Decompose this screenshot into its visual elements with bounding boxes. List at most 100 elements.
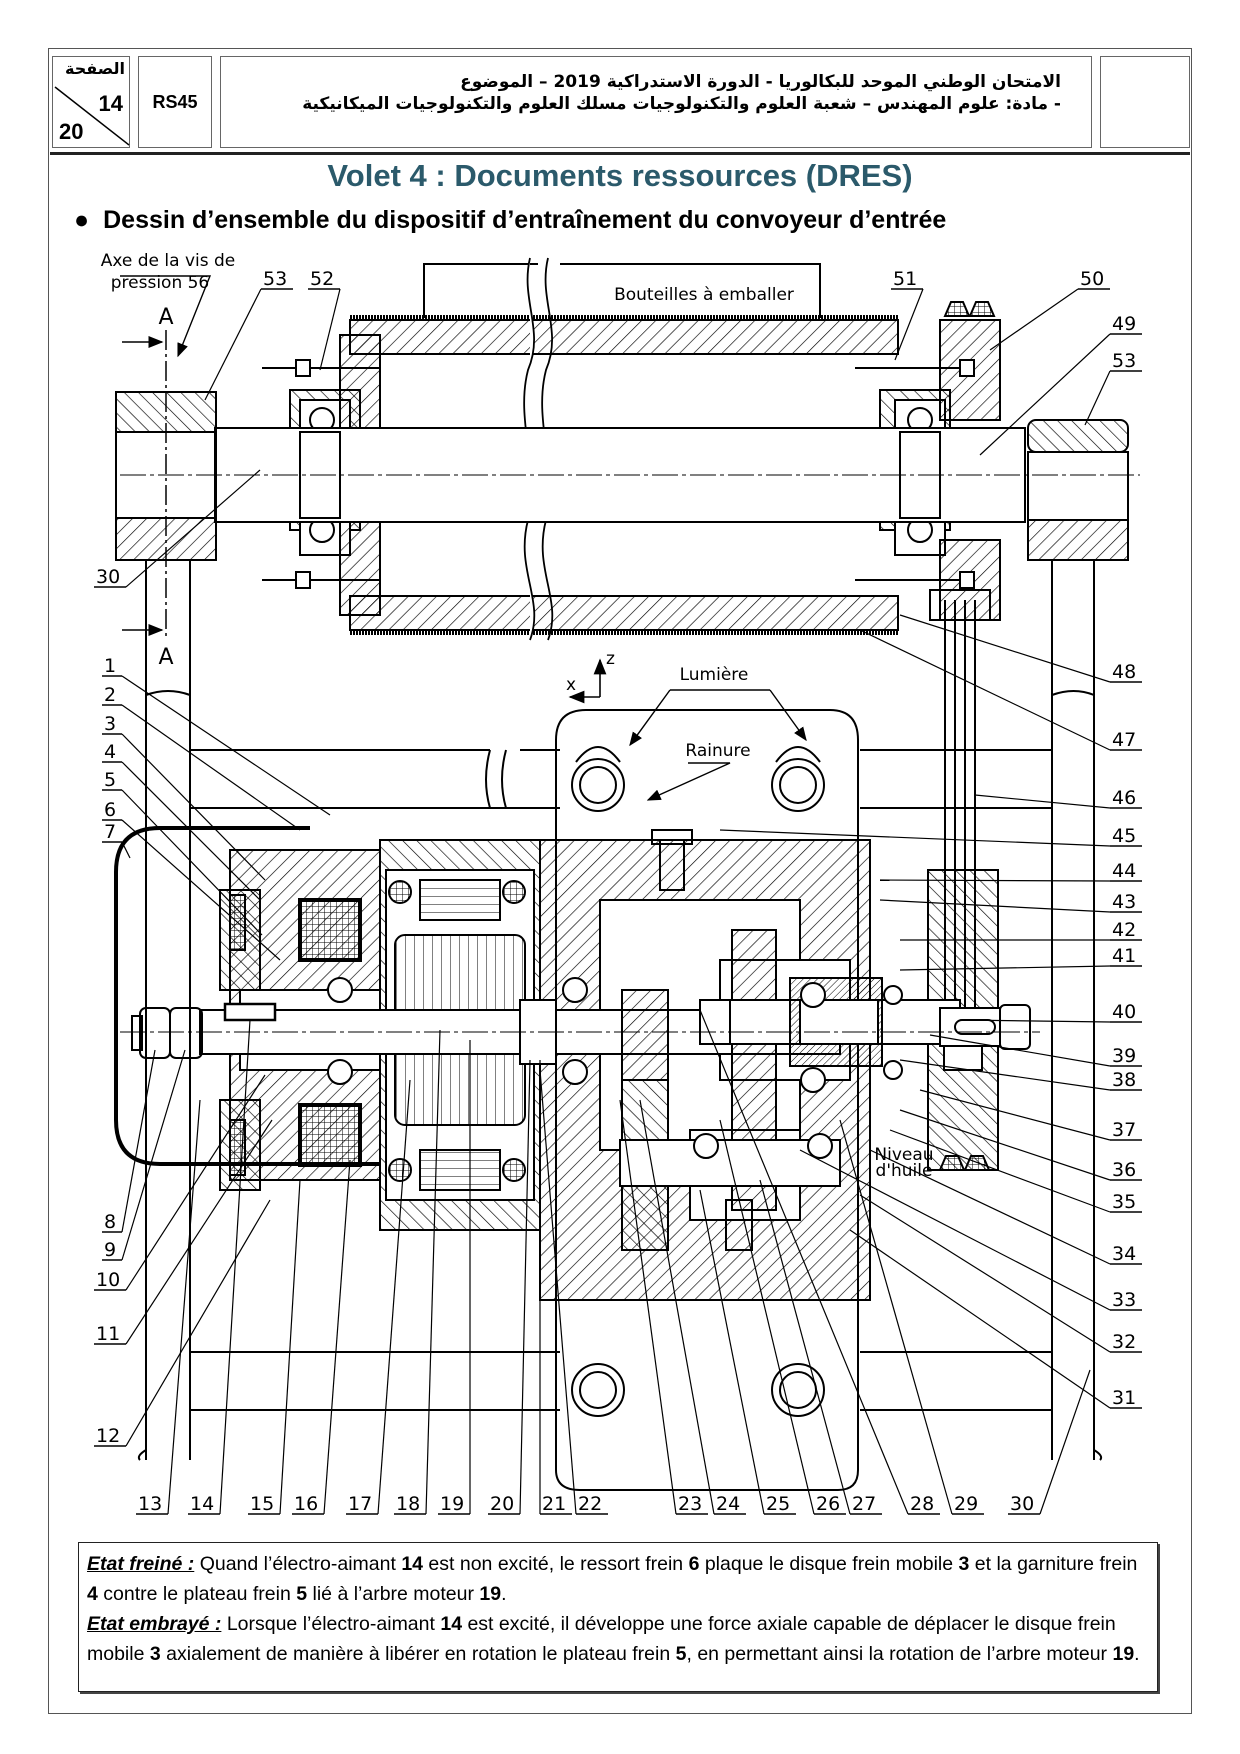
leader-line (519, 1059, 531, 1515)
leader-line (899, 614, 1111, 683)
part-number: 51 (893, 268, 917, 290)
leader-line (121, 1049, 156, 1233)
label-left-9: 9 (102, 1049, 186, 1261)
leader-line (899, 1109, 1111, 1181)
bottles-box (423, 263, 821, 318)
label-right-38: 38 (899, 1059, 1142, 1091)
part-number: 53 (1112, 350, 1136, 372)
oil-level-label-line1: Niveau (874, 1145, 933, 1165)
subtitle-text: Dessin d’ensemble du dispositif d’entraî… (103, 206, 947, 234)
page-frame (48, 48, 1192, 1714)
right-bearing-housing (855, 301, 1001, 621)
leader-line (125, 1074, 266, 1291)
part-number: 44 (1112, 860, 1136, 882)
leader-line (204, 288, 262, 401)
frame-legs (137, 560, 1103, 1461)
part-number: 41 (1112, 945, 1136, 967)
part-number: 47 (1112, 729, 1136, 751)
oil-level-label-line2: d'huile (876, 1161, 933, 1181)
leader-line (377, 1079, 411, 1515)
note-text: axialement de manière à libérer en rotat… (160, 1643, 676, 1665)
label-bottom-14: 14 (188, 1019, 251, 1515)
leader-line (121, 733, 266, 881)
label-right-47: 47 (859, 629, 1142, 751)
exam-title-box: الامتحان الوطني الموحد للبكالوريا - الدو… (220, 56, 1092, 148)
gearbox-housing (539, 709, 871, 1491)
leader-line (121, 761, 261, 901)
label-bottom-16: 16 (292, 1159, 351, 1515)
part-number: 40 (1112, 1001, 1136, 1023)
leader-line (121, 819, 281, 961)
label-left-6: 6 (102, 799, 281, 961)
leader-line (167, 1099, 201, 1515)
label-right-46: 46 (974, 787, 1142, 809)
leader-line (121, 675, 331, 816)
label-bottom-25: 25 (699, 1189, 796, 1515)
leader-line (539, 1069, 577, 1515)
leader-line (121, 789, 263, 936)
lumiere-label: Lumière (680, 665, 749, 685)
label-right-44: 44 (879, 860, 1142, 882)
label-bottom-28: 28 (699, 1009, 940, 1515)
note-text: . (501, 1583, 507, 1605)
part-number: 31 (1112, 1387, 1136, 1409)
leader-line (929, 1034, 1111, 1067)
part-number: 25 (766, 1493, 790, 1515)
page-label: الصفحة (64, 59, 125, 78)
axis-z-label: z (606, 649, 615, 669)
part-number: 27 (852, 1493, 876, 1515)
part-number: 14 (190, 1493, 214, 1515)
label-right-49: 49 (979, 313, 1142, 456)
note-text: est non excité, le ressort frein (423, 1553, 689, 1575)
annotation-leaders (120, 275, 807, 801)
part-number: 11 (96, 1323, 120, 1345)
leader-line (719, 1119, 815, 1515)
part-number: 18 (396, 1493, 420, 1515)
label-bottom-17: 17 (346, 1079, 411, 1515)
part-number: 19 (440, 1493, 464, 1515)
section-line-a (122, 330, 167, 640)
part-number: 43 (1112, 891, 1136, 913)
note-text: , en permettant ainsi la rotation de l’a… (686, 1643, 1113, 1665)
label-right-32: 32 (859, 1194, 1142, 1353)
leader-line (699, 1009, 909, 1515)
part-number-ref: 3 (958, 1553, 970, 1575)
note-text: contre le plateau frein (97, 1583, 297, 1605)
leader-line (799, 1149, 1111, 1311)
volet-title: Volet 4 : Documents ressources (DRES) (327, 158, 913, 193)
part-number: 21 (542, 1493, 566, 1515)
label-bottom-15: 15 (248, 1179, 301, 1515)
exam-title-line1: الامتحان الوطني الموحد للبكالوريا - الدو… (460, 72, 1061, 92)
leader-line (879, 899, 1111, 913)
label-bottom-13: 13 (136, 1099, 201, 1515)
xz-axes (568, 658, 607, 704)
leader-line (869, 1149, 1111, 1265)
part-number: 17 (348, 1493, 372, 1515)
note-text: Quand l’électro-aimant (199, 1553, 402, 1575)
part-number: 48 (1112, 661, 1136, 683)
axe-vis-label-line2: pression 56 (111, 273, 210, 293)
label-left-12: 12 (94, 1199, 271, 1447)
note-text: Lorsque l’électro-aimant (226, 1613, 441, 1635)
support-rails (190, 749, 1052, 1411)
part-number: 50 (1080, 268, 1104, 290)
label-bottom-29: 29 (839, 1119, 984, 1515)
label-53: 53 (204, 268, 293, 401)
page-number-box: الصفحة 14 20 (52, 56, 130, 148)
leader-line (989, 288, 1079, 351)
leader-line (759, 1179, 851, 1515)
label-left-8: 8 (102, 1049, 156, 1233)
leader-line (859, 629, 1111, 751)
part-number: 6 (104, 799, 116, 821)
leader-line (125, 1119, 273, 1345)
leader-line (899, 1059, 1111, 1091)
label-right-48: 48 (899, 614, 1142, 683)
part-number: 8 (104, 1211, 116, 1233)
part-number: 28 (910, 1493, 934, 1515)
label-bottom-19: 19 (438, 1040, 471, 1515)
label-bottom-21: 21 (539, 1060, 572, 1515)
bottles-label: Bouteilles à emballer (614, 285, 794, 305)
label-bottom-26: 26 (719, 1119, 846, 1515)
part-number: 30 (1010, 1493, 1034, 1515)
leader-line (894, 288, 924, 361)
